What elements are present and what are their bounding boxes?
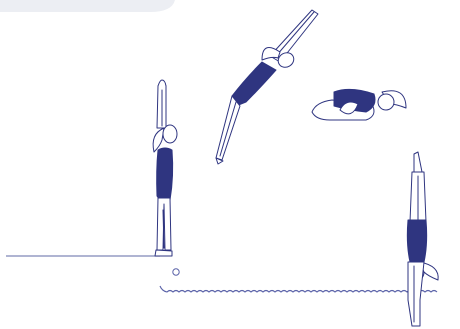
standing-pose: [153, 80, 177, 256]
flight-swimsuit: [232, 62, 276, 106]
pike-dive-pose: [216, 10, 318, 164]
water-surface: [160, 286, 437, 292]
entry-arms: [408, 262, 424, 326]
standing-head: [163, 125, 177, 143]
water-entry-pose: [407, 152, 438, 326]
standing-feet: [155, 250, 172, 256]
entry-swimsuit: [407, 220, 426, 262]
standing-swimsuit: [157, 148, 173, 202]
tuck-pose: [312, 89, 406, 120]
tuck-head: [378, 94, 394, 110]
standing-hands: [158, 80, 166, 86]
entry-feet: [414, 152, 422, 172]
splash-droplet: [173, 269, 179, 275]
corner-tint: [0, 0, 175, 12]
